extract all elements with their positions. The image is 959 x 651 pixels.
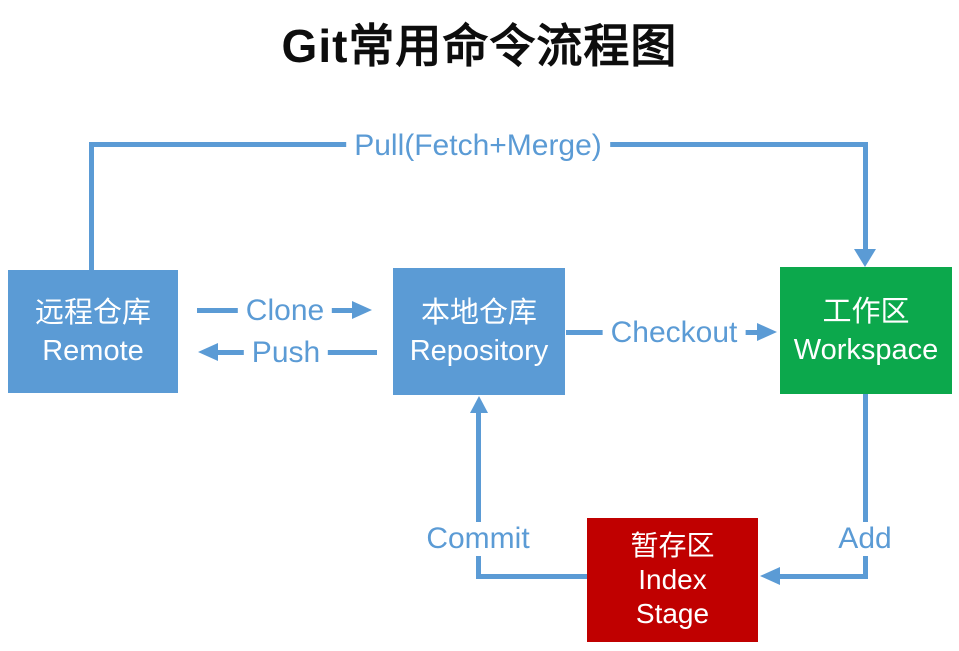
edge-commit-label: Commit <box>418 522 538 556</box>
edge-add-arrowhead-left-icon <box>760 567 780 585</box>
node-workspace-label-en: Workspace <box>793 333 939 366</box>
node-remote-label-zh: 远程仓库 <box>34 296 151 329</box>
edge-push-arrowhead-left-icon <box>198 343 218 361</box>
edge-pull-segment-right-vertical <box>863 142 868 250</box>
edge-add-segment-vertical <box>863 394 868 579</box>
edge-checkout-label: Checkout <box>602 316 746 350</box>
node-repository-label-zh: 本地仓库 <box>420 296 537 329</box>
node-workspace: 工作区 Workspace <box>780 267 952 394</box>
node-index-label-en2: Stage <box>635 598 710 629</box>
node-index-stage: 暂存区 Index Stage <box>587 518 758 642</box>
edge-clone-label: Clone <box>237 294 333 328</box>
edge-commit-segment-horizontal <box>476 574 587 579</box>
edge-commit-arrowhead-up-icon <box>470 396 488 413</box>
edge-add-segment-horizontal <box>779 574 868 579</box>
node-remote: 远程仓库 Remote <box>8 270 178 393</box>
edge-clone-arrowhead-right-icon <box>352 301 372 319</box>
edge-pull-segment-left-vertical <box>89 142 94 270</box>
edge-push-label: Push <box>243 336 329 370</box>
node-index-label-en1: Index <box>638 564 707 595</box>
edge-commit-segment-vertical <box>476 412 481 579</box>
node-index-label-zh: 暂存区 <box>630 530 715 561</box>
diagram-title: Git常用命令流程图 <box>281 20 678 72</box>
edge-pull-arrowhead-down-icon <box>854 249 876 267</box>
edge-add-label: Add <box>830 522 900 556</box>
node-remote-label-en: Remote <box>42 334 144 367</box>
edge-pull-label: Pull(Fetch+Merge) <box>346 129 610 163</box>
node-workspace-label-zh: 工作区 <box>822 295 910 328</box>
node-repository: 本地仓库 Repository <box>393 268 565 395</box>
edge-checkout-arrowhead-right-icon <box>757 323 777 341</box>
node-repository-label-en: Repository <box>409 334 549 367</box>
